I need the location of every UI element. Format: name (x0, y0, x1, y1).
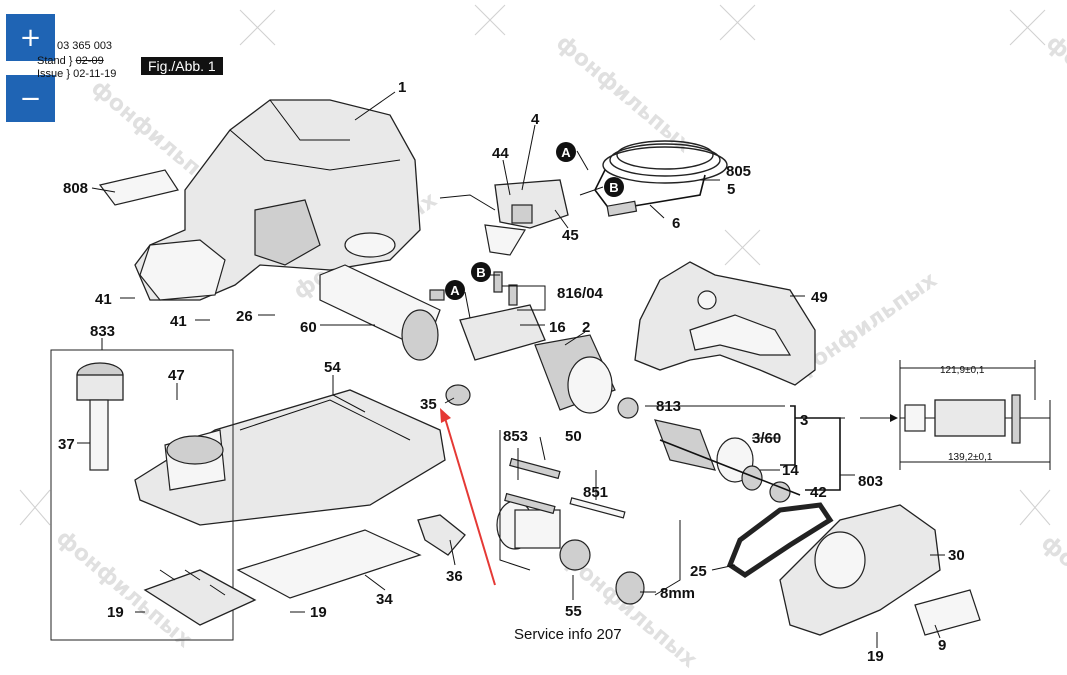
red-arrow (440, 408, 496, 586)
callout-6: 6 (672, 215, 680, 232)
service-info-text: Service info 207 (514, 626, 622, 643)
callout-labels: 1 4 44 808 805 5 45 6 816/04 16 2 49 41 … (58, 79, 965, 665)
zoom-in-button[interactable]: + (6, 14, 55, 61)
stand-value: 02-09 (75, 55, 104, 67)
callout-49: 49 (811, 289, 828, 306)
zoom-out-button[interactable]: − (6, 75, 55, 122)
figure-badge: Fig./Abb. 1 (141, 57, 223, 75)
callout-9: 9 (938, 637, 946, 654)
callout-803: 803 (858, 473, 883, 490)
callout-5: 5 (727, 181, 735, 198)
label-plate (914, 589, 981, 636)
callout-30: 30 (948, 547, 965, 564)
issue-label: Issue (37, 68, 64, 80)
marker-a: A (561, 145, 571, 160)
callout-47: 47 (168, 367, 185, 384)
reference-code: 03 365 003 (57, 40, 113, 52)
stand-label: Stand (37, 55, 66, 67)
depth-knob (76, 362, 124, 471)
callout-813: 813 (656, 398, 681, 415)
callout-816-04: 816/04 (557, 285, 604, 302)
callout-44: 44 (492, 145, 509, 162)
callout-19-c: 19 (867, 648, 884, 665)
marker-a-icon (445, 280, 465, 300)
callout-1: 1 (398, 79, 406, 96)
registration-marks (19, 4, 1051, 526)
label-808 (98, 169, 179, 206)
marker-b: B (476, 265, 485, 280)
housing-part (134, 99, 421, 301)
fan-guard (319, 264, 445, 361)
armature-3 (617, 397, 801, 503)
armature-55 (496, 500, 645, 605)
marker-b-icon (604, 177, 624, 197)
callout-60: 60 (300, 319, 317, 336)
stator (534, 334, 616, 414)
clamp-part (417, 514, 466, 556)
callout-25: 25 (690, 563, 707, 580)
brace-icon: } (68, 55, 73, 67)
callout-833: 833 (90, 323, 115, 340)
switch-assembly (439, 179, 569, 256)
bearing-35 (445, 384, 471, 406)
watermark-text: фонфильпых (551, 30, 696, 158)
marker-a: A (450, 283, 460, 298)
callout-42: 42 (810, 484, 827, 501)
brace-icon: } (66, 68, 71, 80)
handle-part (634, 261, 816, 386)
brush-holder (459, 271, 546, 361)
marker-b: B (609, 180, 618, 195)
callout-8mm: 8mm (660, 585, 695, 602)
callout-41-a: 41 (95, 291, 112, 308)
watermark-text: фонфильпых (1036, 530, 1067, 658)
callout-19-b: 19 (310, 604, 327, 621)
callout-853: 853 (503, 428, 528, 445)
callout-box-833 (50, 349, 234, 641)
callout-3-60: 3/60 (752, 430, 781, 447)
issue-row: Issue } 02-11-19 (37, 68, 116, 80)
dimension-bottom: 139,2±0,1 (948, 452, 993, 463)
rotor-dimension-drawing: 121,9±0,1 139,2±0,1 (860, 360, 1051, 470)
callout-851: 851 (583, 484, 608, 501)
callout-36: 36 (446, 568, 463, 585)
dimension-top: 121,9±0,1 (940, 365, 985, 376)
connection-markers: A B A B (445, 142, 624, 300)
callout-50: 50 (565, 428, 582, 445)
stand-row: Stand } 02-09 (37, 55, 104, 67)
callout-34: 34 (376, 591, 393, 608)
watermark-text: фонфильпых (1041, 30, 1067, 158)
callout-35: 35 (420, 396, 437, 413)
callout-2: 2 (582, 319, 590, 336)
callout-16: 16 (549, 319, 566, 336)
callout-808: 808 (63, 180, 88, 197)
callout-37: 37 (58, 436, 75, 453)
callout-14: 14 (782, 462, 799, 479)
base-housing (134, 389, 446, 526)
leader-lines (77, 91, 945, 648)
power-cable (594, 140, 728, 217)
belt-cover (779, 504, 941, 636)
callout-55: 55 (565, 603, 582, 620)
marker-a-icon (556, 142, 576, 162)
base-plate (143, 569, 257, 626)
callout-45: 45 (562, 227, 579, 244)
brush-set (504, 457, 626, 519)
issue-value: 02-11-19 (73, 68, 117, 80)
callout-41-b: 41 (170, 313, 187, 330)
callout-19-a: 19 (107, 604, 124, 621)
marker-b-icon (471, 262, 491, 282)
callout-4: 4 (531, 111, 540, 128)
callout-26: 26 (236, 308, 253, 325)
base-gasket (236, 529, 422, 599)
drive-belt (726, 502, 834, 579)
callout-805: 805 (726, 163, 751, 180)
callout-54: 54 (324, 359, 341, 376)
callout-3: 3 (800, 412, 808, 429)
